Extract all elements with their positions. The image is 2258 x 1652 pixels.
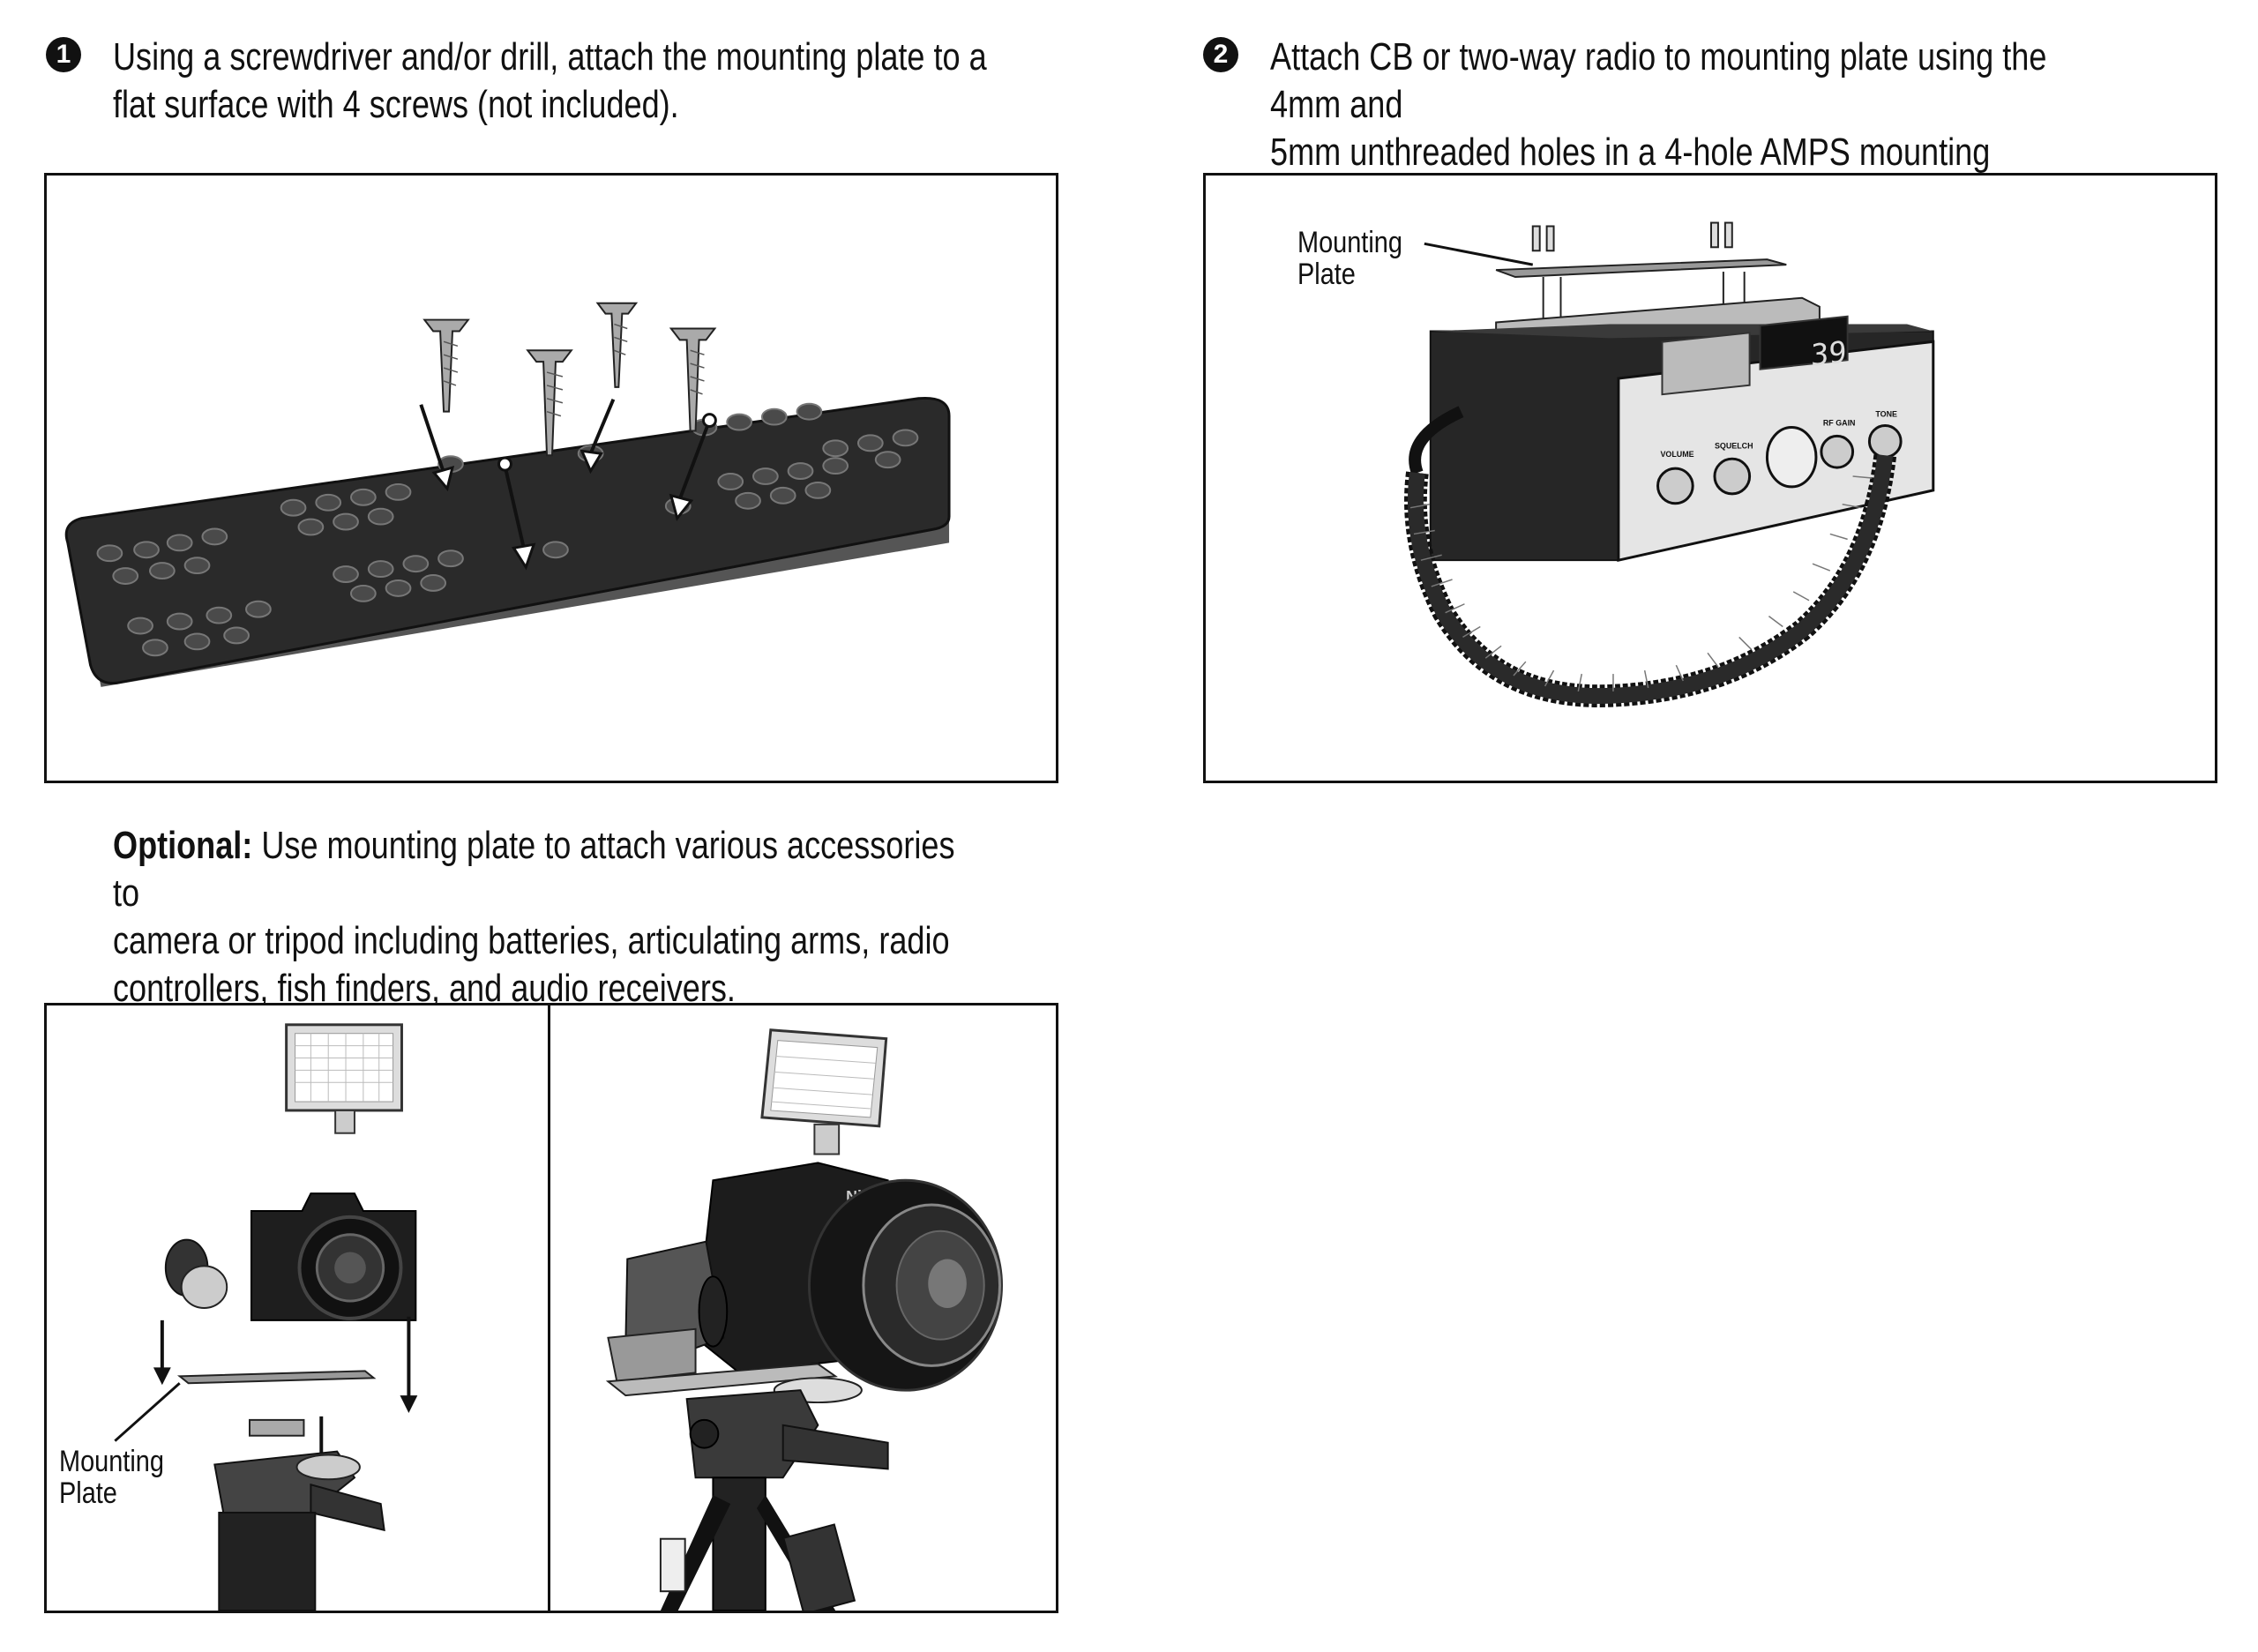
optional-line-1: Optional: Use mounting plate to attach v… xyxy=(113,822,981,917)
optional-line-1-text: Use mounting plate to attach various acc… xyxy=(113,824,955,915)
camera-mounting-plate-callout: Mounting Plate xyxy=(59,1446,164,1509)
camera-tripod-figure: Nikon Mounting Plate xyxy=(44,1003,1058,1613)
camera-tripod-illustration: Nikon xyxy=(114,1023,1004,1611)
plate-screws-figure xyxy=(44,173,1058,783)
camera-callout-line-1: Mounting xyxy=(59,1445,164,1478)
camera-callout-line-2: Plate xyxy=(59,1476,117,1510)
optional-line-3: controllers, fish finders, and audio rec… xyxy=(113,967,736,1010)
volume-knob-label: VOLUME xyxy=(1660,450,1694,459)
step-2-badge: 2 xyxy=(1203,37,1238,72)
plate-screws-illustration xyxy=(64,302,951,687)
step-1-badge: 1 xyxy=(46,37,81,72)
rf-gain-knob-label: RF GAIN xyxy=(1823,419,1856,428)
radio-channel-display: 39 xyxy=(1811,334,1847,372)
step-1-instruction: 1 Using a screwdriver and/or drill, atta… xyxy=(46,34,1178,129)
step-2-line-1: Attach CB or two-way radio to mounting p… xyxy=(1270,35,2047,126)
cb-radio-illustration: 39 VOLUME SQUELCH RF GAIN TONE xyxy=(1404,221,1935,707)
panel-divider xyxy=(548,1005,550,1611)
step-1-line-1: Using a screwdriver and/or drill, attach… xyxy=(113,35,987,78)
radio-callout-line-1: Mounting xyxy=(1297,226,1402,259)
optional-label: Optional: xyxy=(113,824,253,867)
tone-knob-label: TONE xyxy=(1875,410,1897,419)
step-1-line-2: flat surface with 4 screws (not included… xyxy=(113,83,679,126)
squelch-knob-label: SQUELCH xyxy=(1715,441,1753,450)
radio-mounting-plate-callout: Mounting Plate xyxy=(1297,227,1402,290)
radio-callout-line-2: Plate xyxy=(1297,258,1356,291)
optional-instruction: Optional: Use mounting plate to attach v… xyxy=(113,822,981,1013)
cb-radio-figure: 39 VOLUME SQUELCH RF GAIN TONE Mounting xyxy=(1203,173,2217,783)
step-1-text: Using a screwdriver and/or drill, attach… xyxy=(113,34,987,129)
optional-line-2: camera or tripod including batteries, ar… xyxy=(113,919,950,962)
